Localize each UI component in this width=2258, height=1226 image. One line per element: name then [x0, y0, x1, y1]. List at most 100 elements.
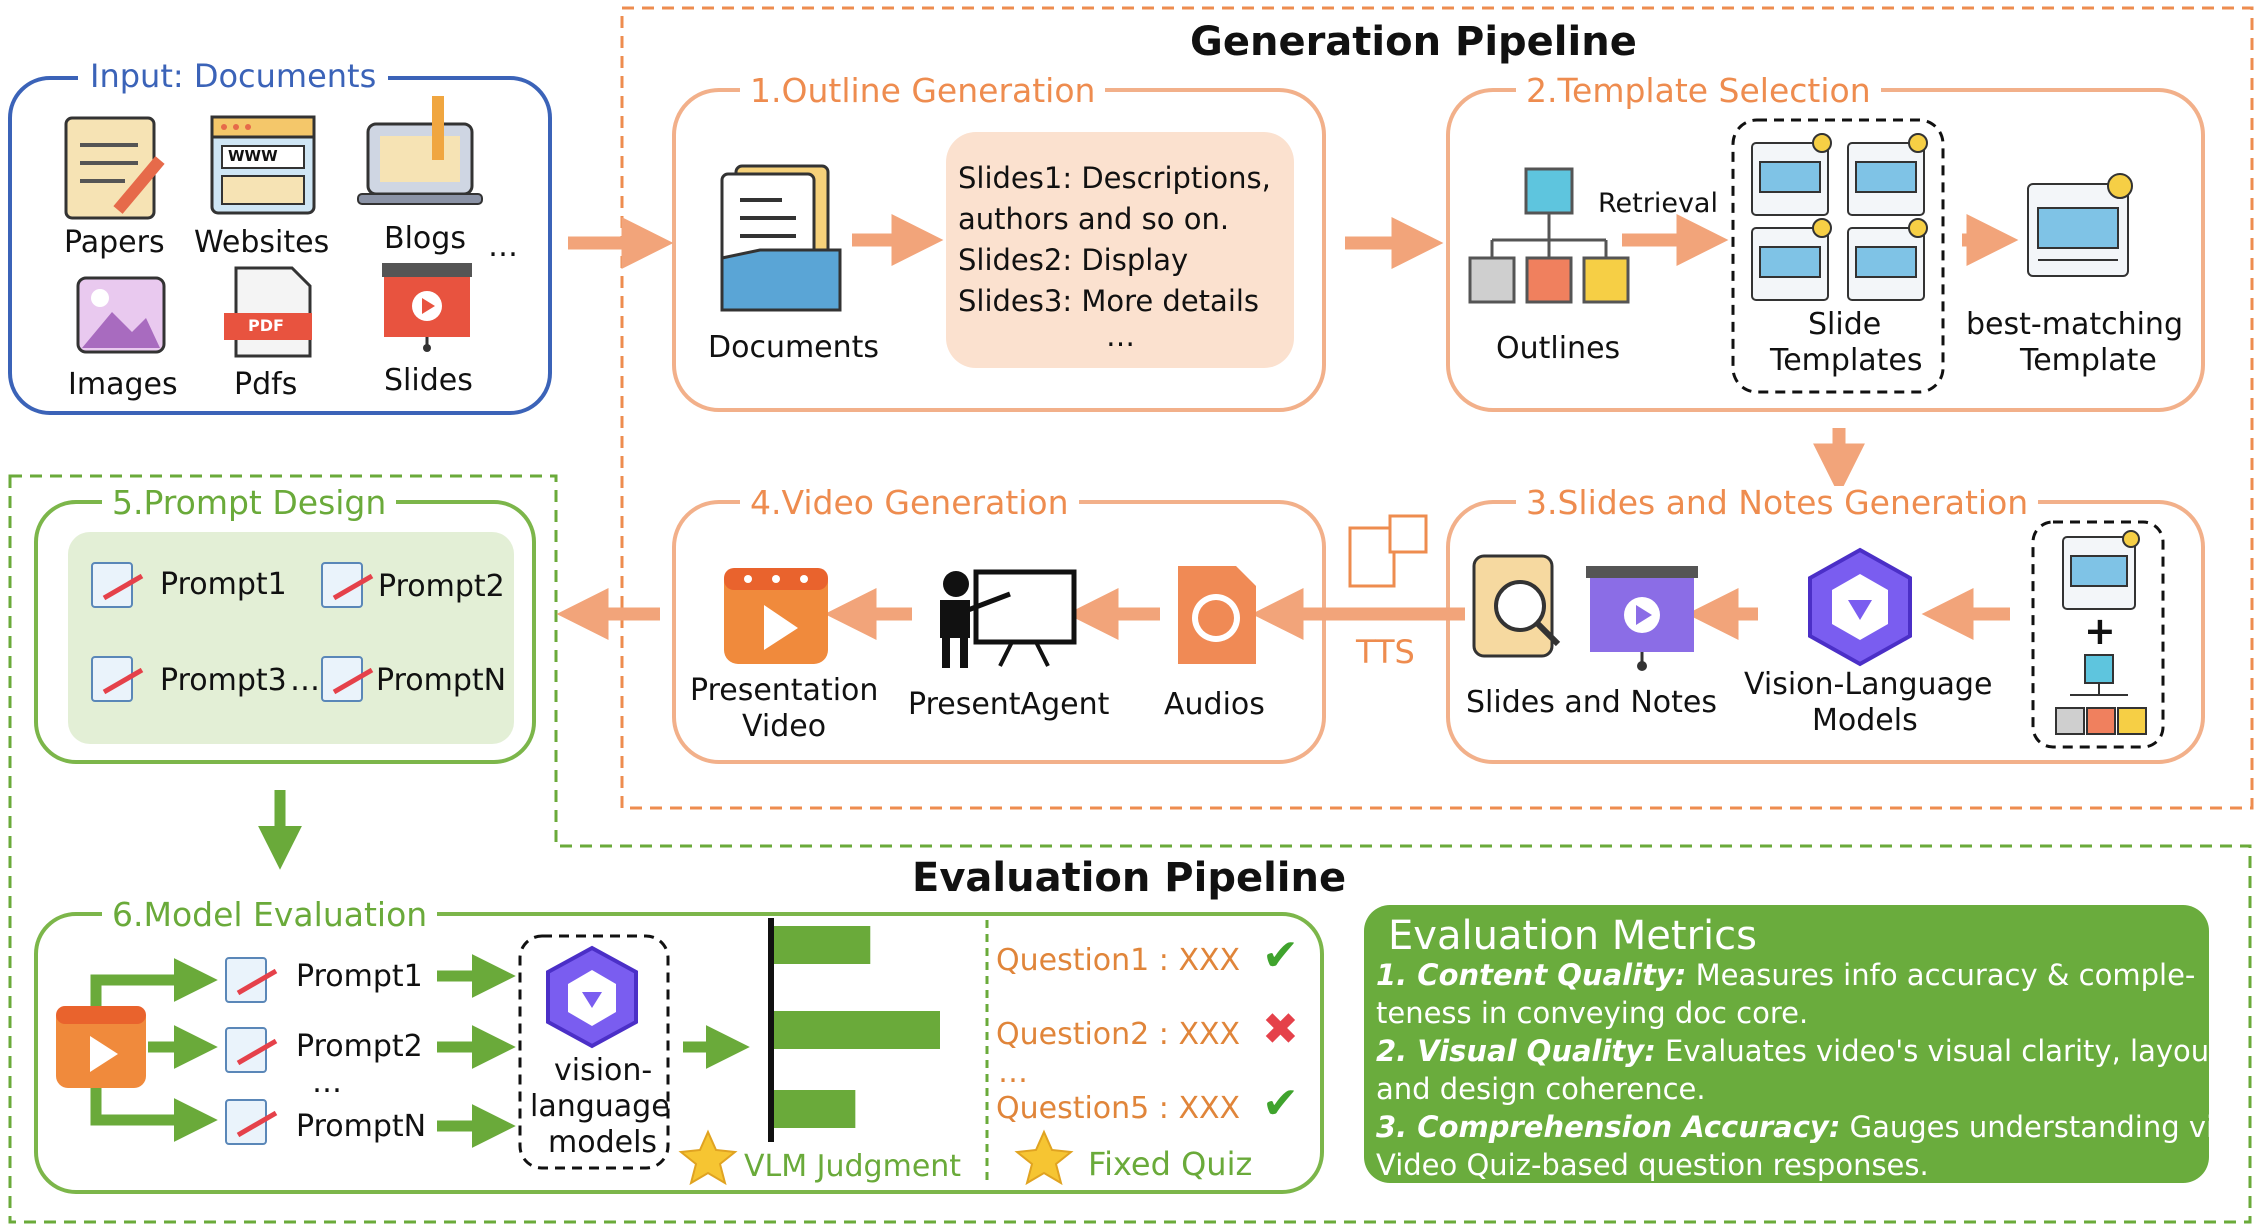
presentation-video-icon — [724, 568, 828, 664]
slides-label: Slides — [384, 363, 473, 398]
star-icons — [678, 1129, 1074, 1186]
eval-prompt-1-label: Prompt1 — [296, 959, 423, 994]
slides-line-4: Slides3: More details — [958, 284, 1260, 318]
model-evaluation-box — [34, 912, 1324, 1194]
input-ellipsis: … — [488, 229, 518, 264]
prompt-1-label: Prompt1 — [160, 567, 287, 602]
eval-vlm-logo-icon — [546, 945, 638, 1049]
question-5-label: Question5 : XXX — [996, 1091, 1241, 1126]
best-matching-template-icon — [2027, 173, 2133, 277]
metric-line-1: 1. Content Quality: Measures info accura… — [1376, 958, 2196, 992]
template-selection-title: 2.Template Selection — [1516, 74, 1881, 107]
papers-icon — [64, 116, 165, 220]
outline-tree-icon — [1468, 167, 1630, 304]
judgment-bar — [774, 1090, 856, 1128]
images-label: Images — [68, 367, 178, 402]
best-matching-label-2: Template — [2020, 343, 2157, 378]
documents-folder-icon — [720, 164, 842, 312]
blogs-icon — [357, 96, 483, 205]
pdfs-label: Pdfs — [234, 367, 298, 402]
slides-outline-bubble — [946, 132, 1294, 368]
template-outline-icon — [2055, 530, 2147, 735]
papers-label: Papers — [64, 225, 165, 260]
eval-vlm-label-1: vision- — [554, 1053, 653, 1088]
prompt-icons — [91, 562, 363, 1145]
audios-icon — [1178, 566, 1256, 664]
slide-templates-group — [1731, 118, 1945, 394]
prompt-design-title: 5.Prompt Design — [102, 486, 397, 519]
fixed-quiz-label: Fixed Quiz — [1088, 1145, 1253, 1183]
question-2-label: Question2 : XXX — [996, 1017, 1241, 1052]
best-matching-label-1: best-matching — [1966, 307, 2183, 342]
evaluation-metrics-panel: Evaluation Metrics 1. Content Quality: M… — [1364, 905, 2232, 1183]
vlm-label-1: Vision-Language — [1744, 667, 1993, 702]
eval-vlm-label-2: language — [530, 1089, 670, 1124]
vlm-label-2: Models — [1812, 703, 1918, 738]
retrieval-label: Retrieval — [1598, 188, 1718, 219]
slides-notes-label: Slides and Notes — [1466, 685, 1718, 720]
metric-line-4: and design coherence. — [1376, 1072, 1706, 1106]
notes-scroll-icon — [1472, 554, 1561, 658]
www-badge: WWW — [228, 147, 278, 165]
template-outline-group — [2031, 520, 2165, 749]
check-icon: ✔ — [1262, 1078, 1299, 1129]
cross-icon: ✖ — [1262, 1004, 1299, 1055]
check-icon: ✔ — [1262, 930, 1299, 981]
prompt-n-label: PromptN — [376, 663, 507, 698]
metric-line-2: teness in conveying doc core. — [1376, 996, 1809, 1030]
prompt-3-label: Prompt3 — [160, 663, 287, 698]
slides-line-2: authors and so on. — [958, 202, 1230, 236]
slides-line-1: Slides1: Descriptions, — [958, 161, 1271, 195]
judgment-bar — [774, 1011, 940, 1049]
judgment-bar — [774, 926, 871, 964]
evaluation-metrics-title: Evaluation Metrics — [1388, 913, 1757, 959]
eval-video-icon — [56, 1006, 146, 1088]
slides-ellipsis: … — [1106, 319, 1135, 353]
metric-line-3: 2. Visual Quality: Evaluates video's vis… — [1376, 1034, 2230, 1068]
documents-label: Documents — [708, 330, 880, 365]
images-icon — [76, 276, 166, 354]
slides-notes-title: 3.Slides and Notes Generation — [1516, 486, 2039, 519]
presentation-video-label-1: Presentation — [690, 673, 879, 708]
vlm-judgment-chart — [768, 918, 940, 1142]
prompt-ellipsis: … — [290, 663, 320, 698]
slide-templates-label-2: Templates — [1770, 343, 1923, 378]
present-agent-label: PresentAgent — [908, 687, 1110, 722]
eval-prompt-ellipsis: … — [312, 1065, 342, 1100]
pdfs-icon — [224, 266, 312, 358]
vlm-logo-icon — [1808, 547, 1912, 667]
prompt-design-panel — [68, 532, 514, 744]
slides-presentation-icon — [1586, 566, 1698, 671]
presentation-video-label-2: Video — [742, 709, 827, 744]
questions-ellipsis: … — [998, 1055, 1028, 1090]
plus-sign: + — [2084, 609, 2116, 653]
evaluation-pipeline-frame — [8, 474, 2252, 1224]
vlm-judgment-label: VLM Judgment — [744, 1149, 962, 1184]
slides-line-3: Slides2: Display — [958, 243, 1189, 277]
tts-icon — [1348, 514, 1428, 588]
websites-label: Websites — [194, 225, 330, 260]
eval-vlm-label-3: models — [548, 1125, 658, 1160]
tts-label: TTS — [1356, 633, 1415, 671]
input-documents-title: Input: Documents — [78, 60, 389, 92]
generation-pipeline-frame — [620, 6, 2254, 810]
evaluation-pipeline-title: Evaluation Pipeline — [912, 855, 1347, 901]
outline-generation-title: 1.Outline Generation — [740, 74, 1106, 107]
eval-prompt-2-label: Prompt2 — [296, 1029, 423, 1064]
slide-templates-label-1: Slide — [1808, 307, 1882, 342]
metric-line-5: 3. Comprehension Accuracy: Gauges unders… — [1376, 1110, 2232, 1144]
metric-line-6: Video Quiz-based question responses. — [1376, 1148, 1929, 1182]
blogs-label: Blogs — [384, 221, 466, 256]
websites-icon — [210, 115, 316, 215]
outlines-label: Outlines — [1496, 331, 1621, 366]
slide-templates-icon — [1751, 133, 1928, 301]
slides-icon — [382, 263, 472, 352]
eval-prompt-n-label: PromptN — [296, 1109, 427, 1144]
generation-pipeline-title: Generation Pipeline — [1190, 19, 1637, 65]
question-1-label: Question1 : XXX — [996, 943, 1241, 978]
present-agent-icon — [940, 569, 1077, 668]
audios-label: Audios — [1164, 687, 1265, 722]
pdf-badge: PDF — [248, 316, 284, 335]
prompt-2-label: Prompt2 — [378, 569, 505, 604]
